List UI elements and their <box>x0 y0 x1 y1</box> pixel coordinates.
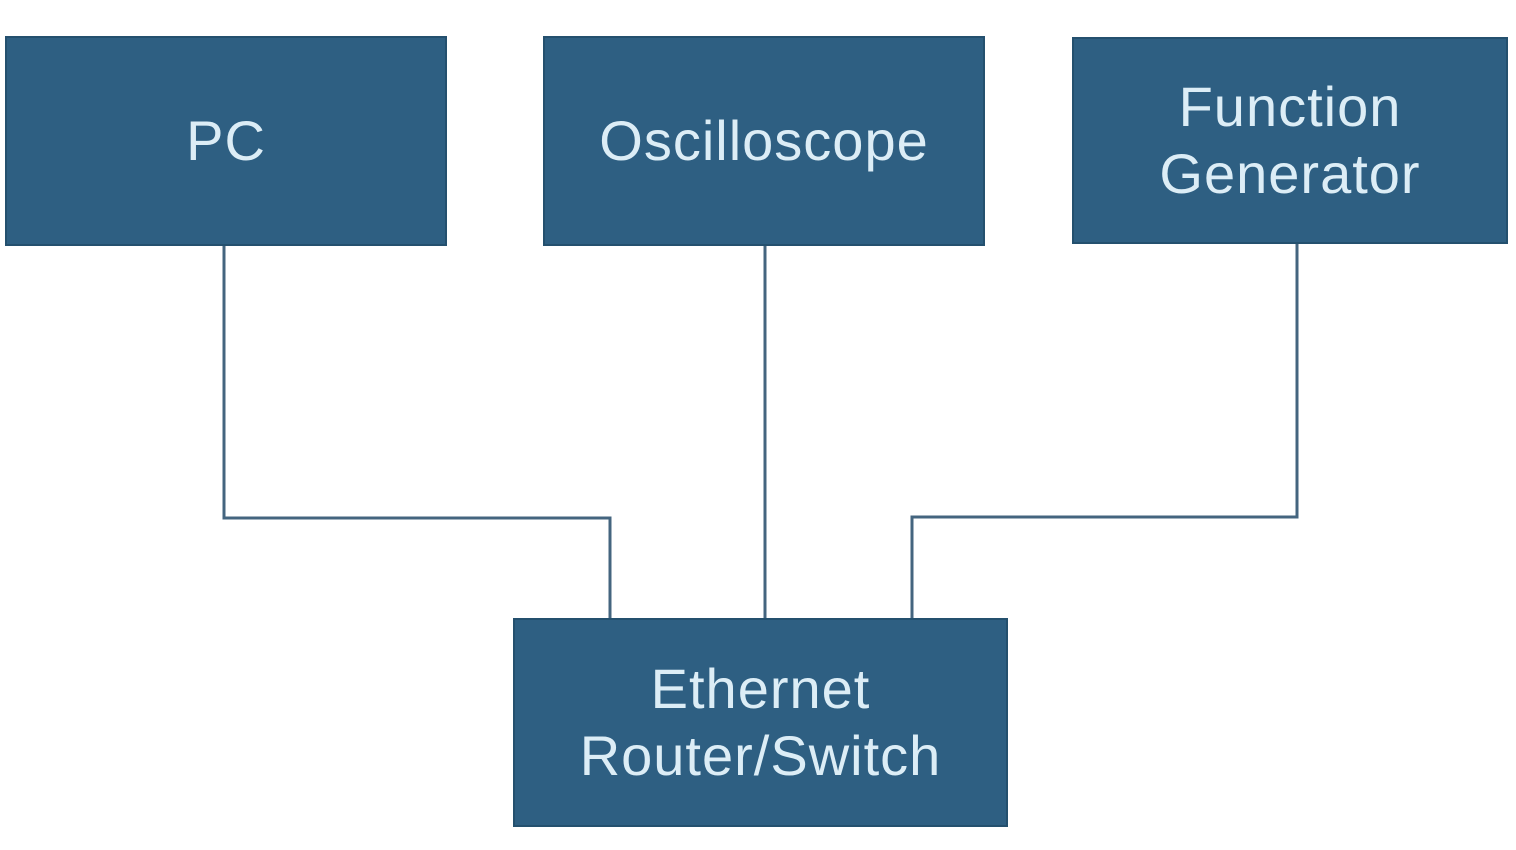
edge-pc-to-switch <box>222 246 612 618</box>
node-oscilloscope: Oscilloscope <box>543 36 985 246</box>
edge-function-generator-to-switch <box>910 244 1299 618</box>
node-pc: PC <box>5 36 447 246</box>
node-function-generator: Function Generator <box>1072 37 1508 244</box>
node-function-generator-label: Function Generator <box>1159 75 1421 205</box>
node-oscilloscope-label: Oscilloscope <box>599 108 929 172</box>
node-ethernet-router-switch-label: Ethernet Router/Switch <box>579 657 942 787</box>
node-ethernet-router-switch: Ethernet Router/Switch <box>513 618 1008 827</box>
node-pc-label: PC <box>186 108 266 172</box>
